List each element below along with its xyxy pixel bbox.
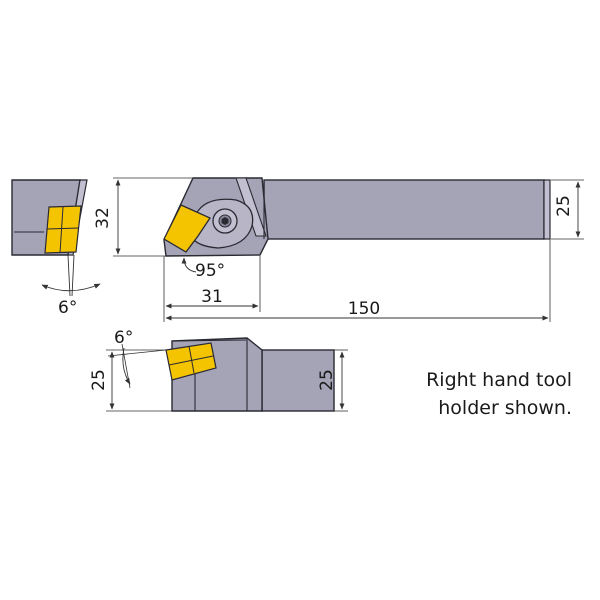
top-view-shank	[263, 179, 545, 240]
hand-note-line-1: Right hand tool	[426, 369, 572, 391]
top-view-shank-label: 25	[554, 195, 574, 217]
top-view-height-label: 32	[93, 207, 113, 229]
side-view-shank-height-label: 25	[317, 369, 337, 391]
side-view-insert	[165, 342, 217, 381]
end-view-clearance-label: 6°	[58, 298, 77, 318]
top-view-overall-length-label: 150	[348, 299, 380, 319]
top-view: 32 25 95° 31 150	[93, 177, 584, 322]
top-view-shank-chamfer	[543, 179, 551, 240]
top-view-insert	[163, 204, 211, 253]
side-view-clearance-label: 6°	[114, 328, 133, 348]
hand-note: Right hand tool holder shown.	[352, 366, 572, 422]
top-view-angle-label: 95°	[195, 261, 225, 281]
top-view-head-length-label: 31	[201, 287, 223, 307]
hand-note-line-2: holder shown.	[438, 397, 572, 419]
end-view: 6°	[11, 179, 101, 318]
side-view: 6° 25 25	[89, 328, 348, 412]
side-view-tip-height-label: 25	[89, 369, 109, 391]
side-view-shank	[261, 349, 335, 412]
end-view-insert	[44, 205, 82, 254]
